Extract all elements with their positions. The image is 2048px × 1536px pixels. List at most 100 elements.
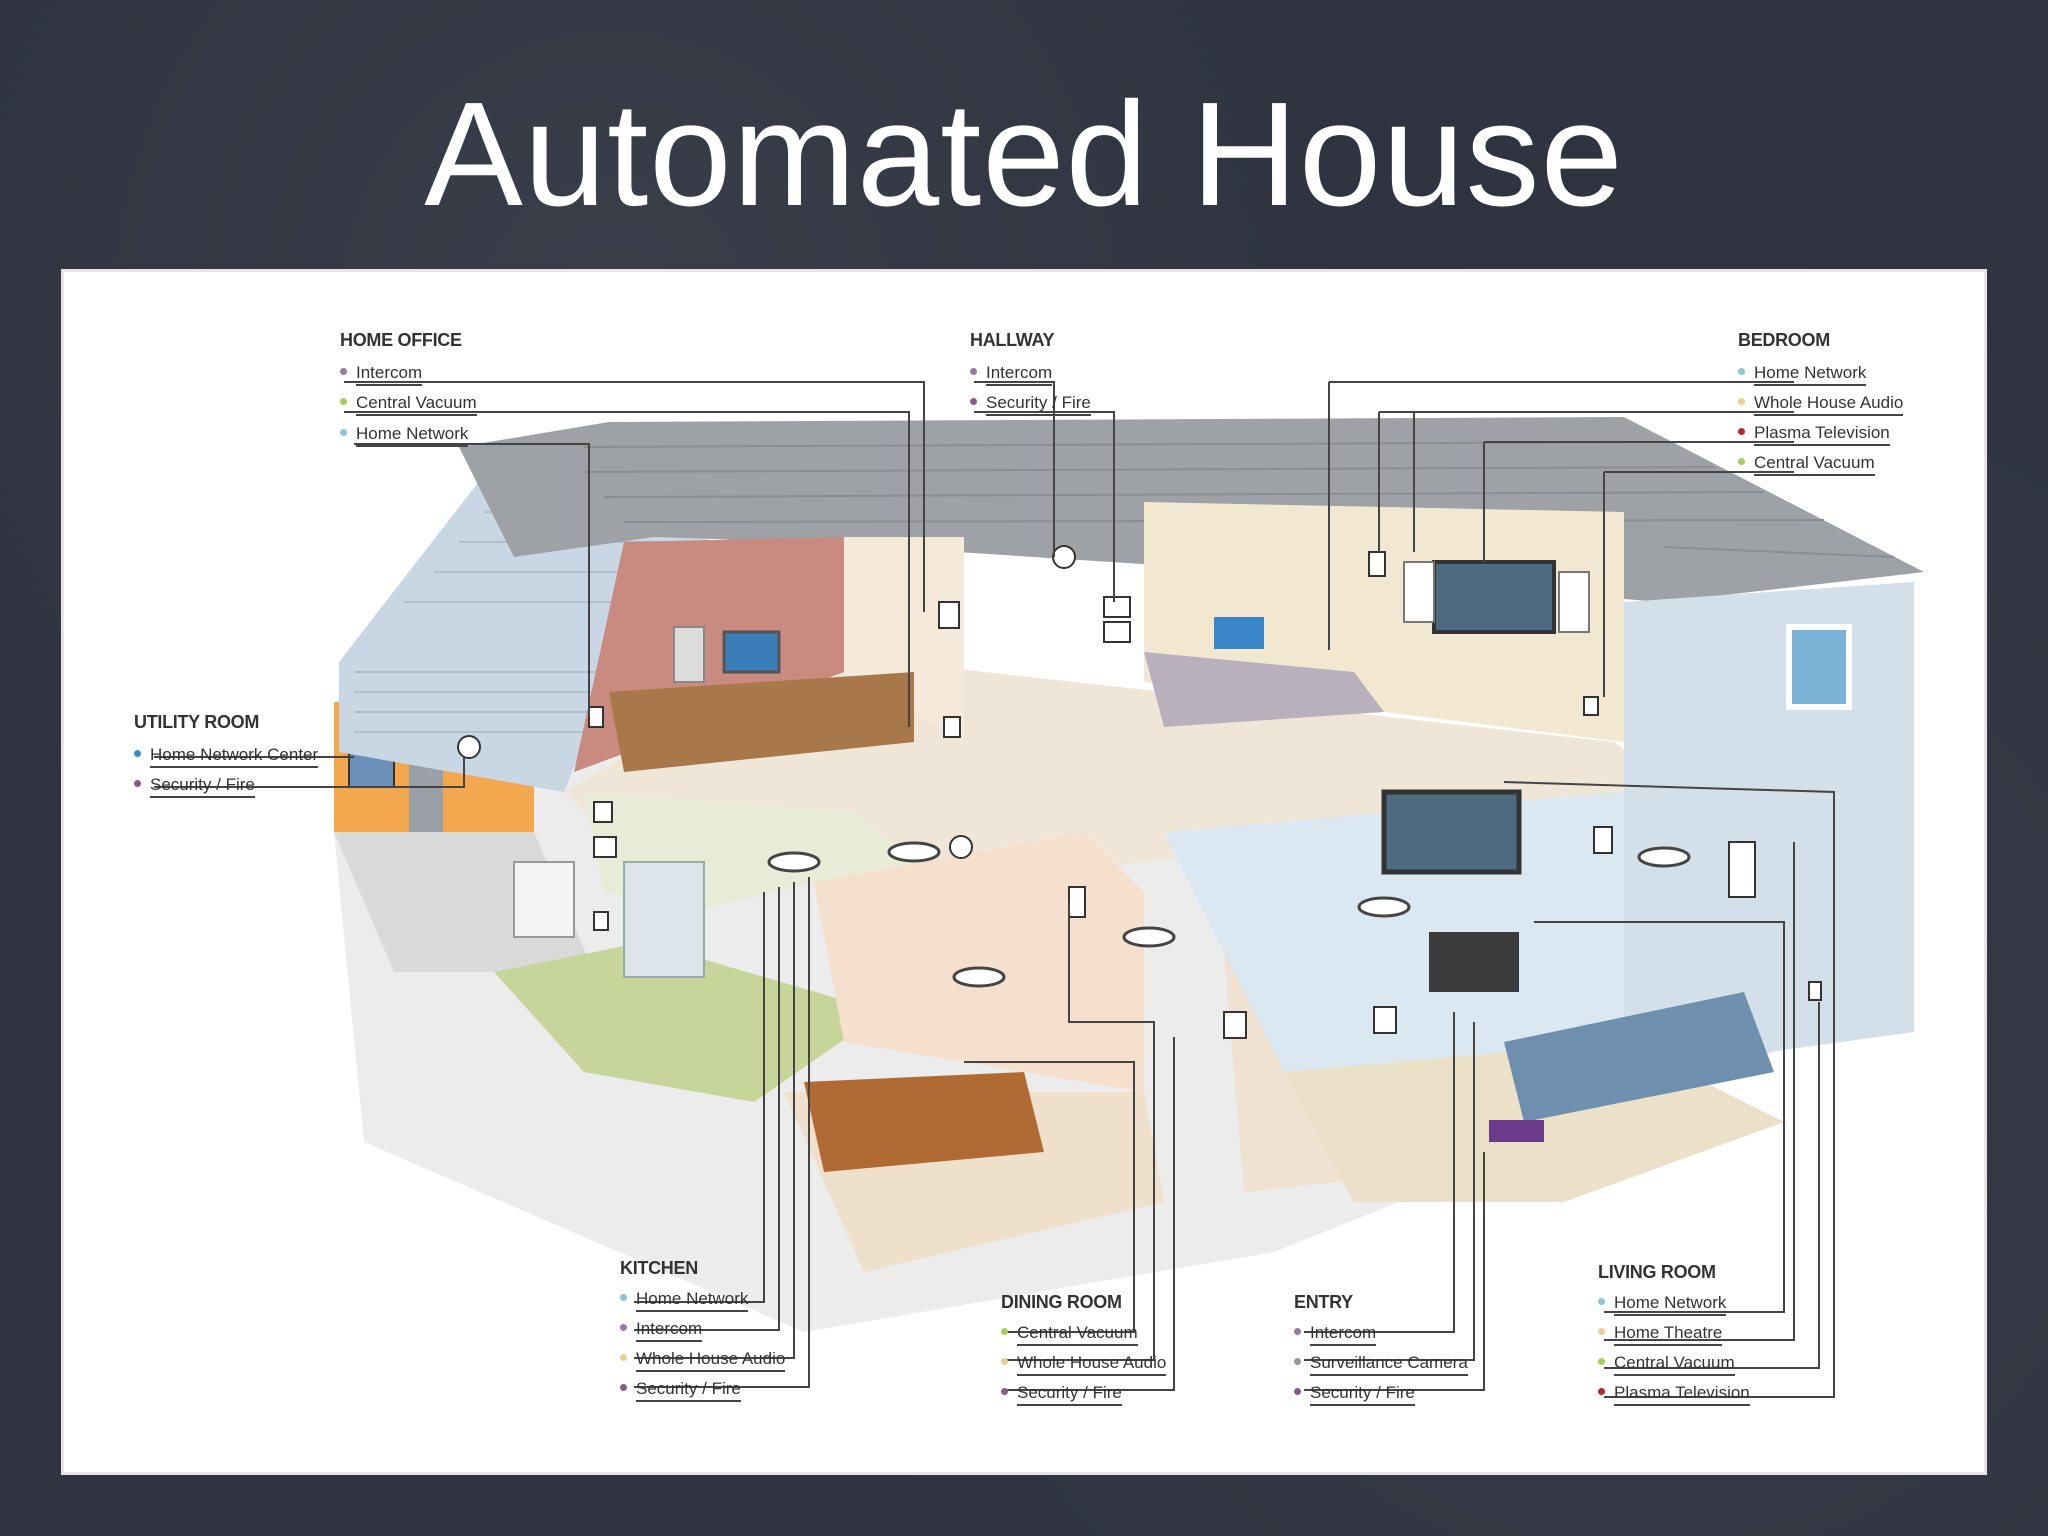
computer-tower [673,626,705,683]
security-fire-dot-icon [620,1384,627,1392]
wall-modules [588,551,1822,1039]
home-network-dot-icon [1598,1298,1605,1306]
feature-item: Central Vacuum [1598,1352,1735,1376]
slide-title: Automated House [424,72,1624,237]
right-siding [1624,582,1914,1072]
washer [513,861,575,938]
intercom-dot-icon [970,368,977,376]
computer-monitor [722,630,781,674]
office-wall-cream [844,537,964,742]
whole-house-audio-dot-icon [1738,398,1745,406]
feature-item: Central Vacuum [1001,1322,1138,1346]
sofa [1504,992,1774,1122]
window [1786,624,1852,710]
gable-siding [339,462,714,792]
feature-item: Intercom [1294,1322,1377,1346]
feature-label: Central Vacuum [1614,1353,1735,1376]
bedroom-laptop [1214,617,1264,649]
feature-label: Central Vacuum [1754,453,1875,476]
feature-item: Whole House Audio [1001,1352,1167,1376]
living-plasma-tv [1381,789,1522,875]
feature-item: Home Network [340,423,469,447]
feature-label: Central Vacuum [1017,1323,1138,1346]
feature-item: Security / Fire [620,1378,741,1402]
feature-label: Home Network [636,1289,749,1312]
dining-wall [814,832,1144,1092]
home-network-dot-icon [620,1294,627,1302]
room-label-hallway: HALLWAY [970,330,1055,350]
feature-item: Home Network [620,1288,749,1312]
feature-item: Security / Fire [134,774,255,798]
whole-house-audio-dot-icon [620,1354,627,1362]
room-label-dining-room: DINING ROOM [1001,1292,1122,1312]
home-network-dot-icon [1738,368,1745,376]
feature-label: Security / Fire [150,775,255,798]
refrigerator [623,861,705,978]
central-vacuum-dot-icon [1738,458,1745,466]
feature-label: Home Network Center [150,745,319,768]
feature-item: Home Network Center [134,744,319,768]
connector-lines [154,381,1835,1398]
feature-item: Home Network [1738,362,1867,386]
feature-label: Whole House Audio [1754,393,1904,416]
feature-item: Plasma Television [1598,1382,1750,1406]
intercom-dot-icon [620,1324,627,1332]
house-illustration [154,381,1924,1398]
feature-item: Central Vacuum [1738,452,1875,476]
feature-label: Whole House Audio [1017,1353,1167,1376]
utility-security-icon [457,735,481,759]
central-vacuum-dot-icon [340,398,347,406]
whole-house-audio-dot-icon [1001,1358,1008,1366]
feature-label: Intercom [636,1319,703,1342]
bedroom-speaker-left [1403,561,1435,623]
feature-label: Plasma Television [1614,1383,1750,1406]
feature-item: Intercom [620,1318,703,1342]
feature-item: Intercom [340,362,423,386]
house-diagram-panel: HOME OFFICE Intercom Central Vacuum Home… [64,272,1984,1472]
room-label-home-office: HOME OFFICE [340,330,462,350]
feature-item: Surveillance Camera [1294,1352,1468,1376]
room-label-bedroom: BEDROOM [1738,330,1830,350]
feature-label: Security / Fire [1017,1383,1122,1406]
security-fire-dot-icon [134,780,141,788]
feature-label: Home Network [356,424,469,447]
tv-stand [1429,932,1519,992]
plasma-tv-dot-icon [1738,428,1745,436]
central-vacuum-dot-icon [1598,1358,1605,1366]
room-label-utility-room: UTILITY ROOM [134,712,260,732]
bed [1144,652,1384,727]
hallway-intercom-icon [1052,545,1076,569]
room-label-kitchen: KITCHEN [620,1258,698,1278]
feature-item: Central Vacuum [340,392,477,416]
security-keypad [1489,1120,1544,1142]
feature-label: Intercom [356,363,423,386]
feature-label: Security / Fire [1310,1383,1415,1406]
desk [609,672,914,772]
feature-label: Security / Fire [986,393,1091,416]
room-label-living-room: LIVING ROOM [1598,1262,1716,1282]
feature-item: Security / Fire [1001,1382,1122,1406]
feature-item: Security / Fire [1294,1382,1415,1406]
feature-item: Whole House Audio [1738,392,1904,416]
home-network-dot-icon [340,429,347,437]
plasma-tv-dot-icon [1598,1388,1605,1396]
bedroom-speaker-right [1558,571,1590,633]
central-vacuum-dot-icon [1001,1328,1008,1336]
bedroom-plasma-tv [1432,560,1556,634]
feature-item: Whole House Audio [620,1348,786,1372]
feature-label: Intercom [1310,1323,1377,1346]
home-theatre-dot-icon [1598,1328,1605,1336]
feature-label: Home Theatre [1614,1323,1723,1346]
intercom-dot-icon [340,368,347,376]
feature-label: Intercom [986,363,1053,386]
security-fire-dot-icon [970,398,977,406]
feature-label: Home Network [1754,363,1867,386]
feature-item: Plasma Television [1738,422,1890,446]
feature-label: Home Network [1614,1293,1727,1316]
feature-item: Home Network [1598,1292,1727,1316]
home-network-center-dot-icon [134,750,141,758]
feature-label: Plasma Television [1754,423,1890,446]
feature-item: Intercom [970,362,1053,386]
feature-label: Security / Fire [636,1379,741,1402]
dining-table [804,1072,1044,1172]
